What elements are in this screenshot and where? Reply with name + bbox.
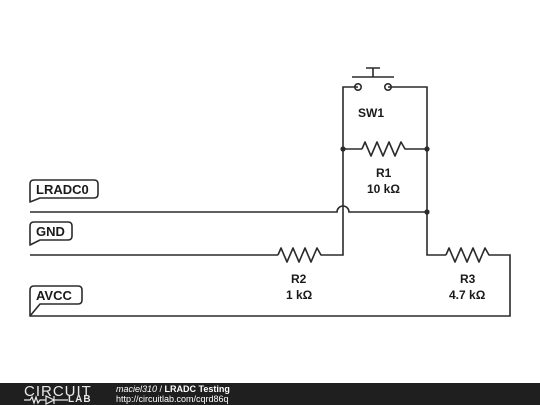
author-name[interactable]: maciel310 — [116, 384, 158, 394]
junction-right-mid — [424, 209, 430, 215]
footer-bar: CIRCUIT LAB maciel310 / LRADC Testing ht… — [0, 383, 540, 405]
circuit-title: LRADC Testing — [164, 384, 230, 394]
footer-info: maciel310 / LRADC Testing http://circuit… — [116, 384, 230, 404]
port-avcc-label: AVCC — [36, 288, 72, 303]
port-lradc0[interactable]: LRADC0 — [29, 179, 99, 203]
circuit-url-link[interactable]: http://circuitlab.com/cqrd86q — [116, 394, 229, 404]
r2-value: 1 kΩ — [286, 288, 313, 302]
junction-right-top — [424, 146, 430, 152]
wire-sw-right — [388, 86, 428, 149]
title-separator: / — [157, 384, 165, 394]
r3-value: 4.7 kΩ — [449, 288, 486, 302]
resistor-r1[interactable]: R1 10 kΩ — [361, 141, 408, 196]
circuitlab-logo[interactable]: CIRCUIT LAB — [24, 383, 108, 405]
r1-name: R1 — [376, 166, 392, 180]
wire-sw-left — [342, 86, 358, 149]
r1-value: 10 kΩ — [367, 182, 400, 196]
junction-left — [340, 146, 346, 152]
r2-name: R2 — [291, 272, 307, 286]
logo-text-bottom: LAB — [68, 394, 92, 405]
switch-sw1[interactable]: SW1 — [352, 67, 394, 120]
port-gnd-label: GND — [36, 224, 65, 239]
logo-text-top: CIRCUIT — [24, 383, 92, 400]
port-avcc[interactable]: AVCC — [29, 285, 83, 317]
resistor-r3[interactable]: R3 4.7 kΩ — [445, 247, 492, 302]
junctions — [340, 146, 430, 215]
switch-plunger — [352, 67, 394, 78]
sw1-name: SW1 — [358, 106, 384, 120]
wire-avcc — [30, 254, 511, 317]
wire-r2-to-node — [324, 149, 344, 256]
resistor-r2[interactable]: R2 1 kΩ — [277, 247, 324, 302]
port-lradc0-label: LRADC0 — [36, 182, 89, 197]
r3-name: R3 — [460, 272, 476, 286]
switch-contact-right — [383, 83, 392, 92]
schematic-canvas: LRADC0 GND AVCC SW1 — [29, 67, 511, 317]
wire-node-to-r3 — [426, 149, 446, 256]
wires — [30, 86, 511, 317]
wire-lradc0 — [30, 205, 427, 213]
port-gnd[interactable]: GND — [29, 221, 73, 246]
switch-contact-left — [353, 83, 362, 92]
logo-circuit-symbol-icon — [24, 395, 68, 405]
